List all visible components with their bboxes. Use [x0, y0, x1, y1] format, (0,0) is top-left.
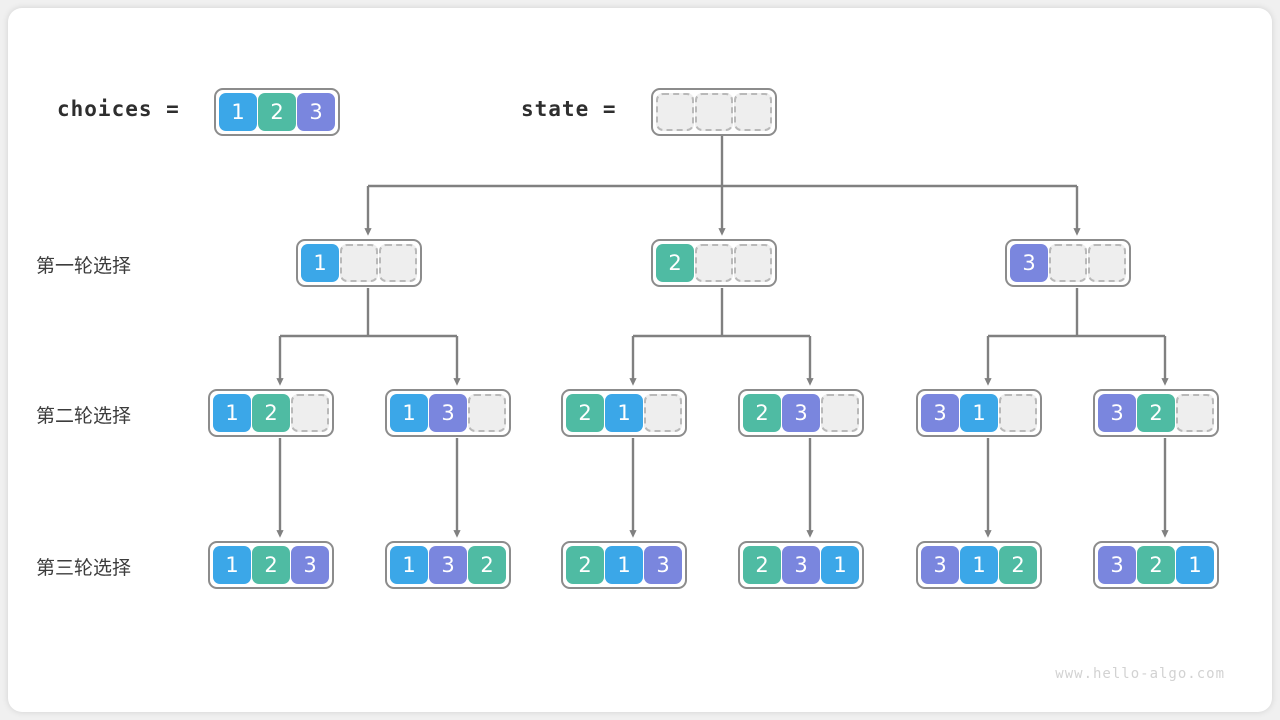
level2-node-2-cell-2: 3 [429, 394, 467, 432]
state-cell-1 [656, 93, 694, 131]
level3-node-3-cell-2: 1 [605, 546, 643, 584]
level3-node-6-cell-2: 2 [1137, 546, 1175, 584]
level1-node-2: 2 [651, 239, 777, 287]
level3-node-5-cell-2: 1 [960, 546, 998, 584]
level2-node-1-cell-2: 2 [252, 394, 290, 432]
level1-node-3: 3 [1005, 239, 1131, 287]
level2-node-5-cell-2: 1 [960, 394, 998, 432]
level2-node-3-cell-2: 1 [605, 394, 643, 432]
level2-node-4-cell-2: 3 [782, 394, 820, 432]
level1-node-1-cell-1: 1 [301, 244, 339, 282]
level2-node-3-cell-3 [644, 394, 682, 432]
level2-node-1-cell-1: 1 [213, 394, 251, 432]
state-cell-3 [734, 93, 772, 131]
level2-node-6-cell-2: 2 [1137, 394, 1175, 432]
diagram-card [8, 8, 1272, 712]
level3-node-4-cell-1: 2 [743, 546, 781, 584]
level1-node-3-cell-1: 3 [1010, 244, 1048, 282]
level2-node-4-cell-1: 2 [743, 394, 781, 432]
level1-node-2-cell-3 [734, 244, 772, 282]
row-label-level3: 第三轮选择 [36, 557, 132, 579]
watermark: www.hello-algo.com [1055, 666, 1225, 682]
choices-cell-2: 2 [258, 93, 296, 131]
state-array [651, 88, 777, 136]
row-label-level2: 第二轮选择 [36, 405, 132, 427]
level2-node-6-cell-1: 3 [1098, 394, 1136, 432]
row-label-level1: 第一轮选择 [36, 255, 132, 277]
level3-node-4-cell-2: 3 [782, 546, 820, 584]
level1-node-1-cell-3 [379, 244, 417, 282]
level2-node-6-cell-3 [1176, 394, 1214, 432]
level2-node-5-cell-1: 3 [921, 394, 959, 432]
level3-node-1-cell-2: 2 [252, 546, 290, 584]
state-cell-2 [695, 93, 733, 131]
level1-node-2-cell-2 [695, 244, 733, 282]
level1-node-2-cell-1: 2 [656, 244, 694, 282]
level3-node-1-cell-3: 3 [291, 546, 329, 584]
level3-node-5-cell-3: 2 [999, 546, 1037, 584]
choices-label: choices = [57, 97, 180, 121]
level3-node-2-cell-1: 1 [390, 546, 428, 584]
level1-node-3-cell-3 [1088, 244, 1126, 282]
level2-node-5-cell-3 [999, 394, 1037, 432]
choices-cell-1: 1 [219, 93, 257, 131]
level3-node-4-cell-3: 1 [821, 546, 859, 584]
level3-node-3-cell-3: 3 [644, 546, 682, 584]
state-label: state = [521, 97, 617, 121]
level1-node-1-cell-2 [340, 244, 378, 282]
level2-node-4-cell-3 [821, 394, 859, 432]
level3-node-6-cell-1: 3 [1098, 546, 1136, 584]
level2-node-2-cell-1: 1 [390, 394, 428, 432]
level2-node-3-cell-1: 2 [566, 394, 604, 432]
level3-node-6-cell-3: 1 [1176, 546, 1214, 584]
level1-node-3-cell-2 [1049, 244, 1087, 282]
level3-node-2-cell-2: 3 [429, 546, 467, 584]
level3-node-3-cell-1: 2 [566, 546, 604, 584]
level2-node-2-cell-3 [468, 394, 506, 432]
level2-node-1-cell-3 [291, 394, 329, 432]
level3-node-1-cell-1: 1 [213, 546, 251, 584]
choices-cell-3: 3 [297, 93, 335, 131]
level3-node-5-cell-1: 3 [921, 546, 959, 584]
level1-node-1: 1 [296, 239, 422, 287]
level3-node-2-cell-3: 2 [468, 546, 506, 584]
